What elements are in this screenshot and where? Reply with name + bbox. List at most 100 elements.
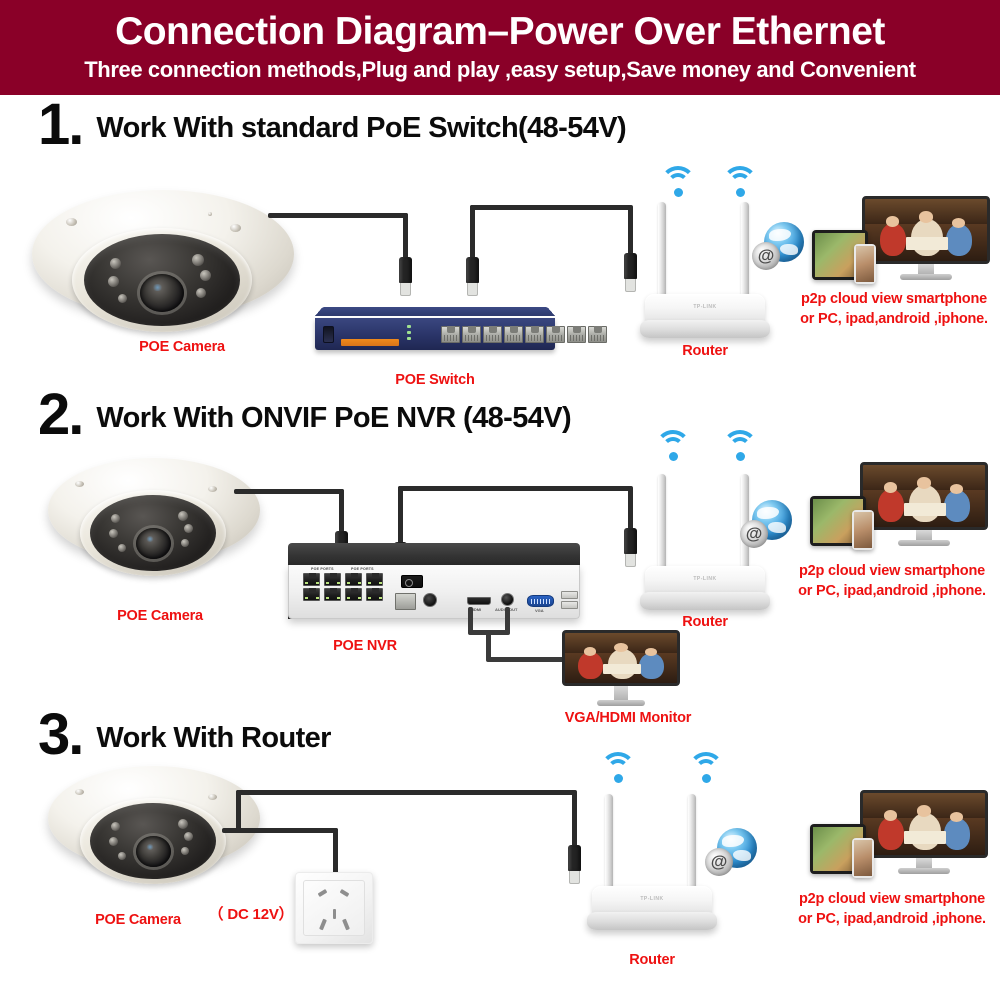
- switch-port: [483, 326, 502, 343]
- poe-ports-caption: POE PORTS: [311, 567, 334, 571]
- ethernet-cable-icon: [403, 213, 408, 261]
- ethernet-cable-icon: [572, 790, 577, 848]
- internet-globe-icon: @: [752, 222, 804, 270]
- power-cable-icon: [333, 828, 338, 880]
- section-3-number: 3.: [38, 702, 84, 767]
- wifi-signal-icon: [722, 166, 766, 200]
- poe-nvr-icon: POE PORTS POE PORTS HDMI AUDIO OUT VGA: [288, 543, 580, 621]
- section-2-title: Work With ONVIF PoE NVR (48-54V): [96, 402, 572, 435]
- video-cable-icon: [505, 607, 510, 633]
- switch-port: [546, 326, 565, 343]
- dome-camera-icon: [32, 182, 294, 334]
- internet-globe-icon: @: [740, 500, 792, 548]
- section-3-heading: 3. Work With Router: [38, 702, 331, 767]
- label-poe-camera-1: POE Camera: [139, 339, 225, 355]
- nvr-vga-port: [527, 595, 554, 607]
- wifi-signal-icon: [600, 752, 644, 786]
- label-vga-hdmi-monitor: VGA/HDMI Monitor: [564, 710, 692, 726]
- ethernet-cable-icon: [234, 489, 344, 494]
- switch-port: [504, 326, 523, 343]
- header-banner: Connection Diagram–Power Over Ethernet T…: [0, 0, 1000, 95]
- poe-ports-caption: POE PORTS: [351, 567, 374, 571]
- wifi-signal-icon: [655, 430, 699, 464]
- nvr-usb-port: [561, 591, 578, 599]
- nvr-dc-jack: [423, 593, 437, 607]
- section-3-title: Work With Router: [96, 722, 331, 755]
- switch-port: [441, 326, 460, 343]
- at-symbol-icon: @: [705, 848, 733, 876]
- label-p2p-cloud-1: p2p cloud view smartphone or PC, ipad,an…: [800, 291, 988, 327]
- section-2-number: 2.: [38, 382, 84, 447]
- nvr-poe-port: [366, 573, 383, 586]
- nvr-audio-port: [501, 593, 514, 606]
- nvr-poe-port: [303, 573, 320, 586]
- smartphone-icon: [852, 510, 874, 550]
- label-dc-12v: （ DC 12V）: [208, 906, 294, 923]
- vga-caption: VGA: [535, 608, 544, 613]
- vga-hdmi-monitor-icon: [562, 630, 680, 708]
- rj45-connector-icon: [466, 257, 479, 296]
- smartphone-icon: [854, 244, 876, 284]
- ethernet-cable-icon: [268, 213, 408, 218]
- switch-port: [462, 326, 481, 343]
- nvr-poe-port: [366, 588, 383, 601]
- section-2-heading: 2. Work With ONVIF PoE NVR (48-54V): [38, 382, 572, 447]
- router-icon: TP-LINK: [587, 790, 717, 930]
- label-router-3: Router: [629, 952, 675, 968]
- ethernet-cable-icon: [470, 205, 632, 210]
- rj45-connector-icon: [624, 253, 637, 292]
- rj45-connector-icon: [624, 528, 637, 567]
- nvr-power-switch[interactable]: [401, 575, 423, 588]
- switch-port: [525, 326, 544, 343]
- nvr-poe-port: [345, 588, 362, 601]
- device-cluster-icon: [798, 462, 990, 554]
- wifi-signal-icon: [660, 166, 704, 200]
- nvr-poe-port: [324, 573, 341, 586]
- at-symbol-icon: @: [752, 242, 780, 270]
- internet-globe-icon: @: [705, 828, 757, 876]
- dome-camera-icon: [48, 760, 260, 888]
- label-router-2: Router: [682, 614, 728, 630]
- nvr-poe-port: [324, 588, 341, 601]
- dome-camera-icon: [48, 452, 260, 580]
- section-1-heading: 1. Work With standard PoE Switch(48-54V): [38, 92, 627, 157]
- label-router-1: Router: [682, 343, 728, 359]
- label-p2p-cloud-3: p2p cloud view smartphone or PC, ipad,an…: [798, 891, 986, 927]
- device-cluster-icon: [798, 790, 990, 882]
- nvr-poe-port: [345, 573, 362, 586]
- ethernet-cable-icon: [470, 205, 475, 261]
- monitor-icon: [860, 790, 988, 874]
- wifi-signal-icon: [722, 430, 766, 464]
- ethernet-cable-icon: [236, 790, 576, 795]
- label-p2p-cloud-2: p2p cloud view smartphone or PC, ipad,an…: [798, 563, 986, 599]
- page-title: Connection Diagram–Power Over Ethernet: [115, 10, 885, 53]
- rj45-connector-icon: [399, 257, 412, 296]
- poe-switch-icon: [315, 300, 607, 350]
- switch-port: [567, 326, 586, 343]
- video-cable-icon: [486, 657, 566, 662]
- wifi-signal-icon: [688, 752, 732, 786]
- wall-socket-icon: [295, 872, 373, 944]
- label-poe-camera-2: POE Camera: [117, 608, 203, 624]
- section-1-title: Work With standard PoE Switch(48-54V): [96, 112, 627, 145]
- nvr-hdmi-port: [467, 597, 491, 605]
- page-subtitle: Three connection methods,Plug and play ,…: [84, 57, 916, 82]
- label-poe-nvr: POE NVR: [333, 638, 397, 654]
- hdmi-caption: HDMI: [471, 607, 482, 612]
- nvr-poe-port: [303, 588, 320, 601]
- ethernet-cable-icon: [398, 486, 403, 546]
- video-cable-icon: [468, 607, 473, 633]
- section-1-number: 1.: [38, 92, 84, 157]
- nvr-usb-port: [561, 601, 578, 609]
- at-symbol-icon: @: [740, 520, 768, 548]
- label-poe-camera-3: POE Camera: [95, 912, 181, 928]
- monitor-icon: [860, 462, 988, 546]
- ethernet-cable-icon: [628, 486, 633, 532]
- label-poe-switch: POE Switch: [395, 372, 475, 388]
- router-icon: TP-LINK: [640, 198, 770, 338]
- monitor-icon: [862, 196, 990, 280]
- ethernet-cable-icon: [236, 790, 241, 830]
- video-cable-icon: [486, 630, 491, 660]
- rj45-connector-icon: [568, 845, 581, 884]
